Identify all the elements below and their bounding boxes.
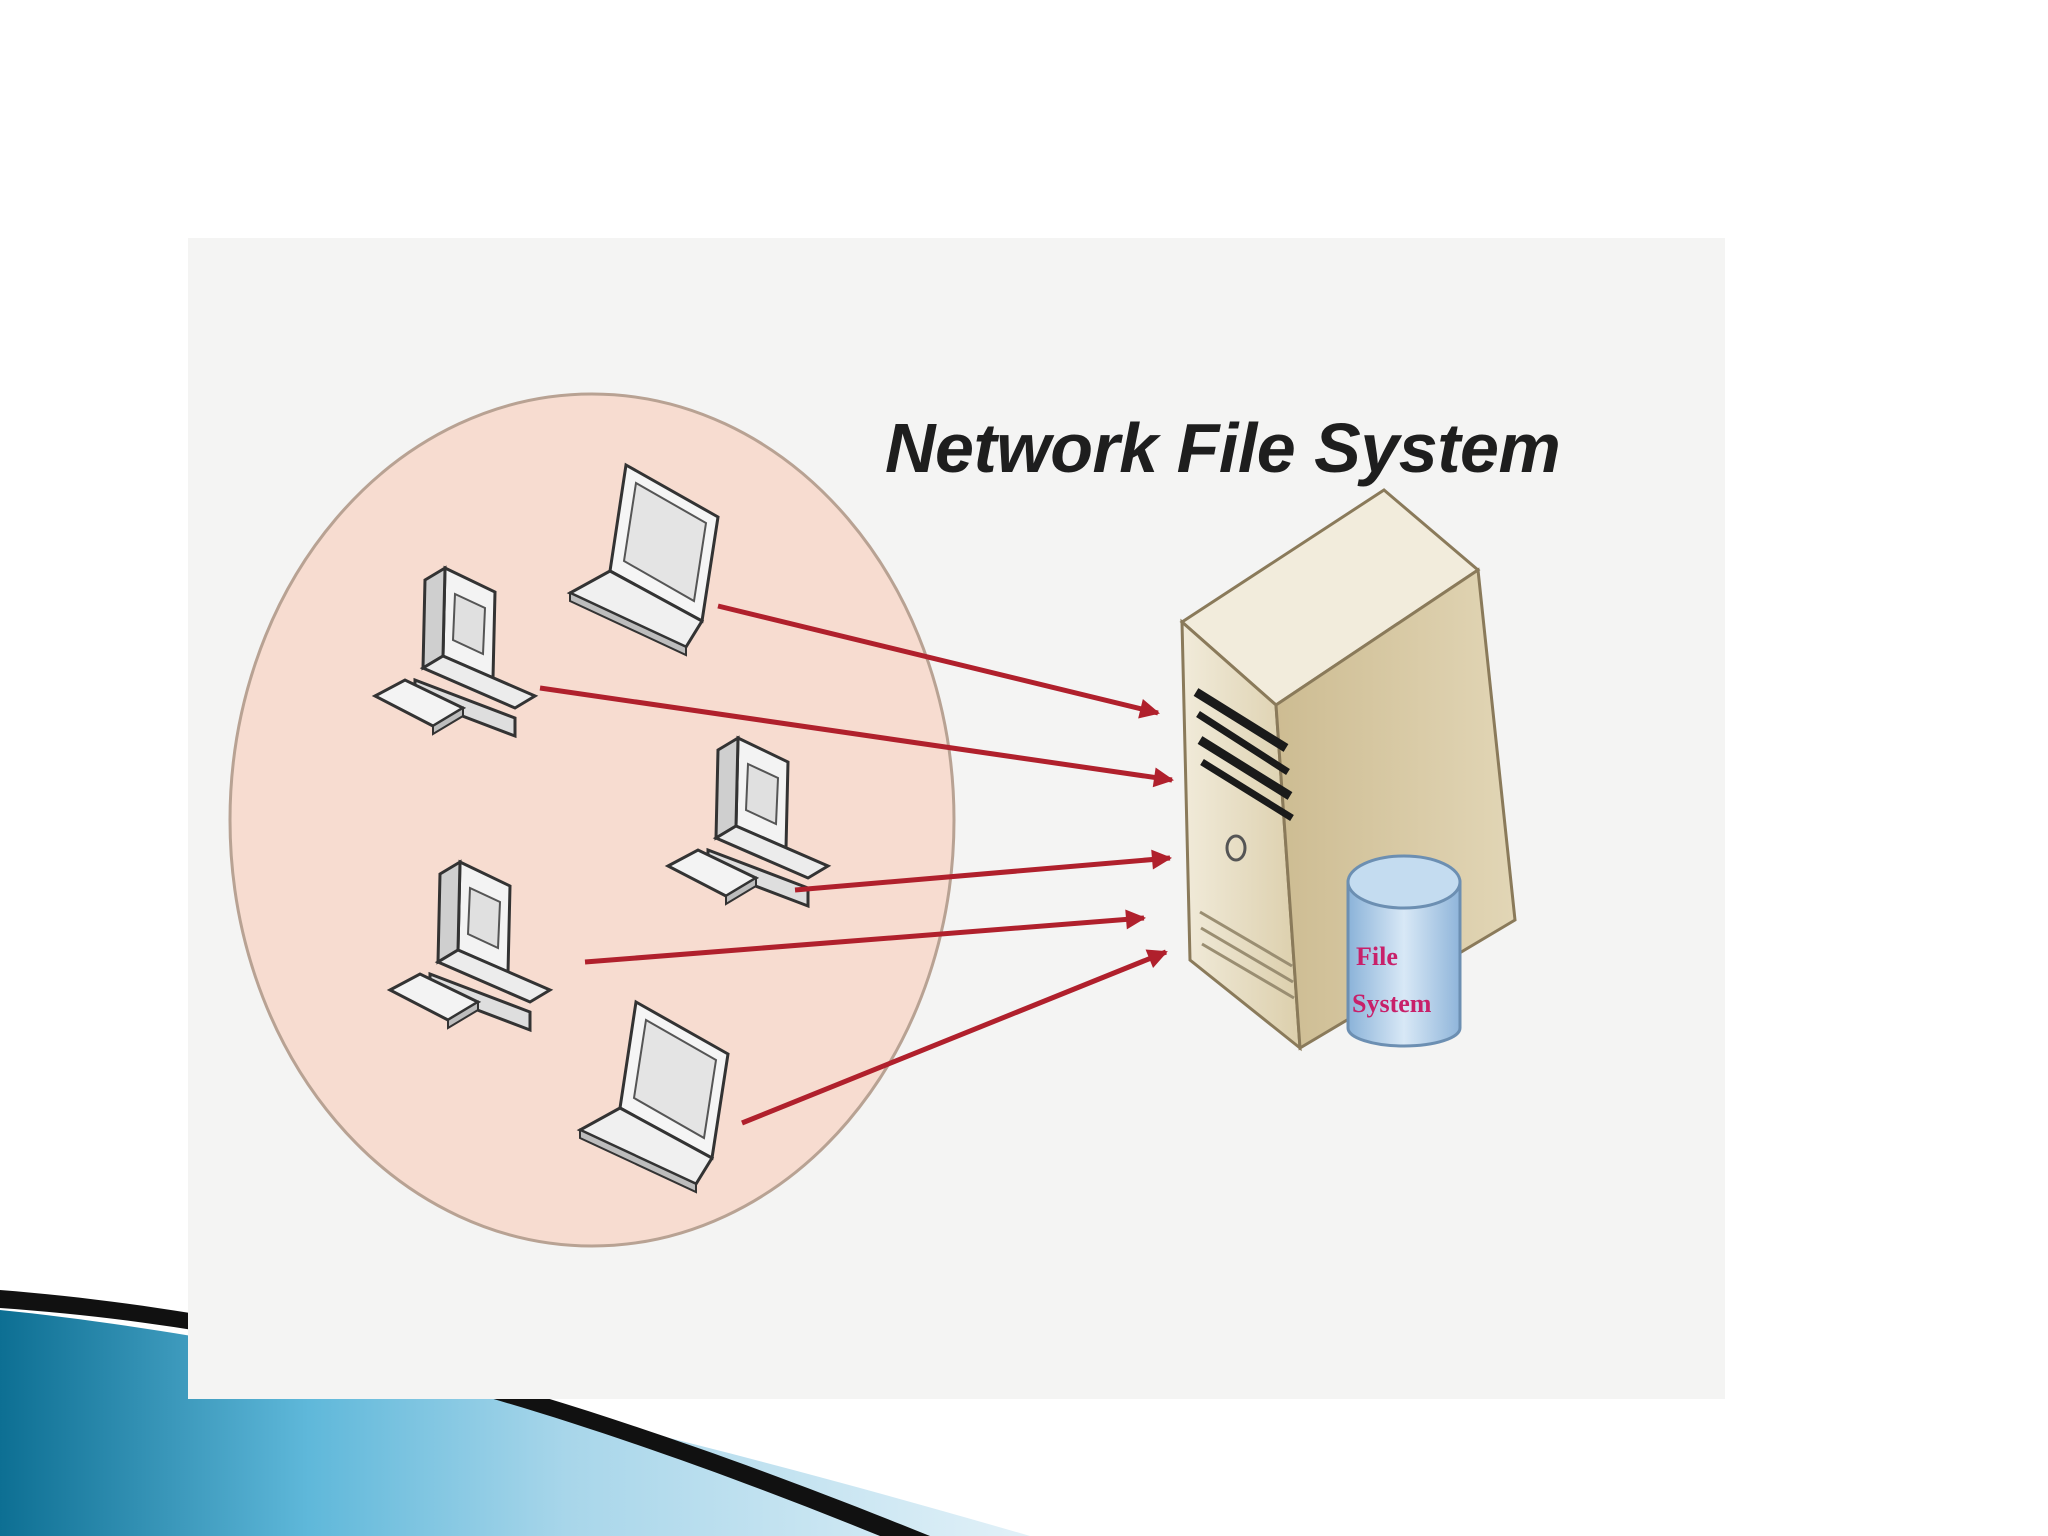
connection-arrow <box>794 849 1172 893</box>
connection-arrows <box>539 603 1174 1126</box>
desktop-computer-icon <box>386 859 554 1033</box>
connection-arrow <box>584 909 1146 965</box>
connection-arrow <box>741 949 1168 1126</box>
connection-arrow <box>539 685 1174 788</box>
laptop-icon <box>576 999 730 1194</box>
client-cluster <box>228 392 956 1248</box>
laptop-icon <box>566 462 720 657</box>
storage-label-line1: File <box>1356 942 1398 971</box>
database-cylinder-icon: File System <box>1346 854 1462 1048</box>
diagram-title: Network File System <box>885 409 1560 487</box>
desktop-computer-icon <box>664 735 832 909</box>
storage-label-line2: System <box>1352 989 1432 1018</box>
desktop-computer-icon <box>371 565 539 739</box>
connection-arrow <box>717 603 1160 719</box>
